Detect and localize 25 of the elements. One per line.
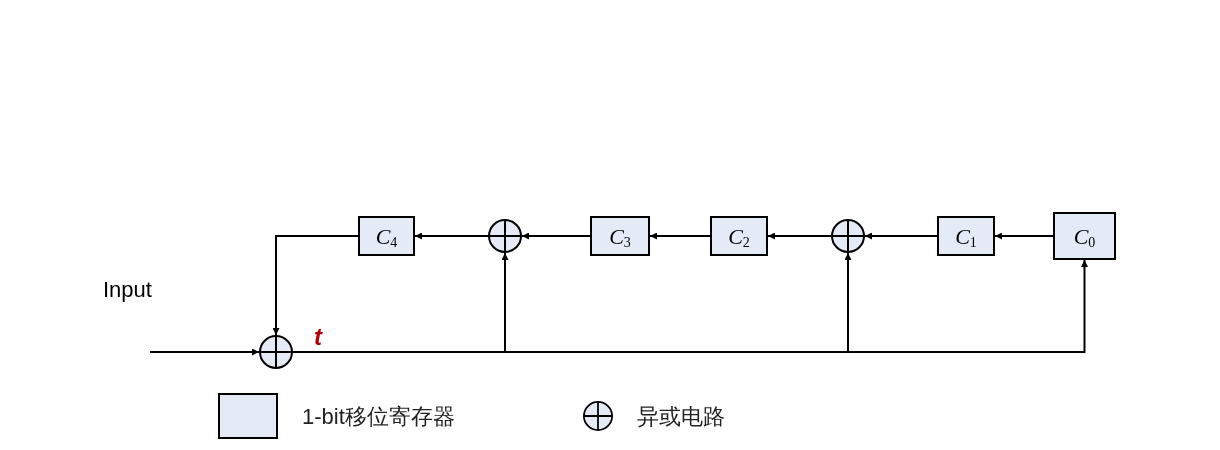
register-box [710, 216, 768, 256]
signal-label: t [314, 322, 322, 352]
register-label: C$_{0}$ [1073, 222, 1096, 252]
arrow [649, 232, 711, 240]
register-box [1053, 212, 1116, 260]
legend-label: 异或电路 [637, 402, 725, 431]
arrow [767, 232, 832, 240]
arrow [272, 235, 359, 336]
input-label: Input [103, 276, 152, 304]
register-label: C$_{3}$ [609, 222, 631, 252]
register-box [358, 216, 415, 256]
register-box [937, 216, 995, 256]
register-label: C$_{1}$ [955, 222, 977, 252]
arrow [864, 232, 938, 240]
xor-symbol [831, 219, 865, 253]
arrow [149, 348, 260, 356]
arrow [521, 232, 591, 240]
xor-symbol [488, 219, 522, 253]
arrow [414, 232, 489, 240]
register-box [590, 216, 650, 256]
arrow [994, 232, 1054, 240]
legend-label: 1-bit移位寄存器 [302, 402, 455, 431]
register-label: C$_{4}$ [375, 222, 398, 252]
register-label: C$_{2}$ [728, 222, 750, 252]
xor-symbol [259, 335, 293, 369]
